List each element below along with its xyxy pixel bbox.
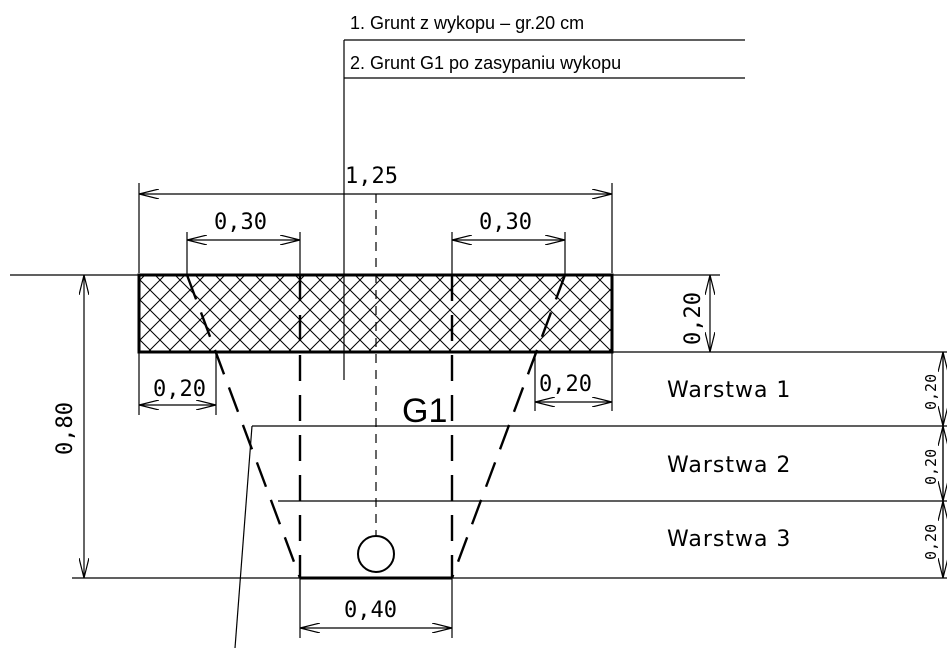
dim-layer3-text: 0,20 [922,524,940,560]
dim-layer1-text: 0,20 [922,374,940,410]
layer-thickness-dims: 0,20 0,20 0,20 [922,352,943,578]
trench-outline [185,194,567,580]
dim-right-side-text: 0,20 [539,372,592,397]
topsoil-layer [10,273,947,354]
dim-total-width-text: 1,25 [345,164,398,189]
layer-label-3: Warstwa 3 [667,527,791,552]
dimension-right-top: 0,30 [451,210,566,275]
dimension-bottom-width: 0,40 [299,578,453,638]
label-layer-2: 2. Grunt G1 po zasypaniu wykopu [350,53,621,73]
dim-layer2-text: 0,20 [922,449,940,485]
soil-type-label: G1 [402,392,447,430]
dim-bottom-width-text: 0,40 [344,598,397,623]
dim-layer-thickness-text: 0,20 [681,292,706,345]
label-layer-1: 1. Grunt z wykopu – gr.20 cm [350,13,584,33]
dim-right-top-text: 0,30 [479,210,532,235]
dim-left-side-text: 0,20 [153,377,206,402]
dimension-left-top: 0,30 [186,210,301,275]
dim-depth-text: 0,80 [53,402,78,455]
dimension-depth: 0,80 [53,275,84,578]
layer-label-1: Warstwa 1 [667,378,791,403]
dim-left-top-text: 0,30 [214,210,267,235]
leader-labels: 1. Grunt z wykopu – gr.20 cm 2. Grunt G1… [343,13,745,380]
dimension-right-side: 0,20 [534,352,613,411]
dimension-layer-thickness: 0,20 [681,275,710,352]
dimension-left-side: 0,20 [138,352,217,415]
layer-label-2: Warstwa 2 [667,453,791,478]
layer-boundaries [72,425,947,648]
